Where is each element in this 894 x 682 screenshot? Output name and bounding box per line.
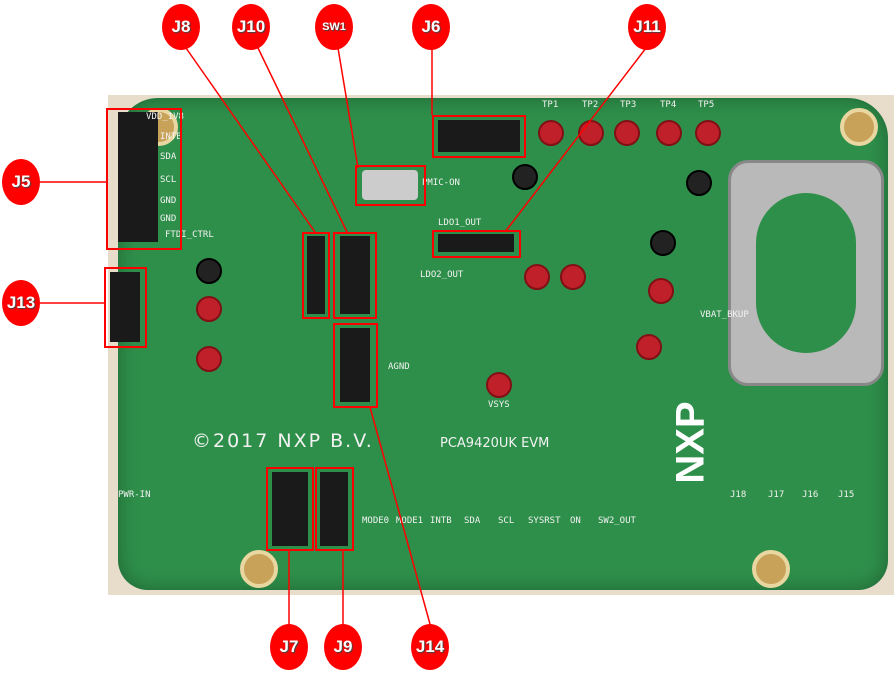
header-j6 bbox=[438, 120, 520, 152]
silk-label: PMIC-ON bbox=[422, 178, 460, 188]
silk-label: J16 bbox=[802, 490, 819, 500]
test-point-gnd bbox=[686, 170, 712, 196]
highlight-j8 bbox=[302, 232, 330, 319]
silk-label: SDA bbox=[160, 152, 177, 162]
test-point bbox=[636, 334, 662, 360]
silk-label: VBAT_BKUP bbox=[700, 310, 749, 320]
silk-label: PWR-IN bbox=[118, 490, 151, 500]
silk-label: TP4 bbox=[660, 100, 677, 110]
test-point bbox=[196, 346, 222, 372]
silk-label: INTB bbox=[160, 132, 182, 142]
highlight-j6 bbox=[432, 115, 526, 158]
silk-label: TP2 bbox=[582, 100, 599, 110]
test-point-gnd bbox=[512, 164, 538, 190]
test-point bbox=[695, 120, 721, 146]
silk-label: AGND bbox=[388, 362, 410, 372]
leader-line-sw1 bbox=[337, 47, 359, 169]
header-j8 bbox=[307, 236, 325, 314]
highlight-j5 bbox=[106, 108, 182, 250]
header-j10 bbox=[340, 236, 370, 314]
callout-j5: J5 bbox=[2, 159, 40, 205]
callout-j10: J10 bbox=[232, 4, 270, 50]
header-j9 bbox=[320, 472, 348, 546]
silk-label: SYSRST bbox=[528, 516, 561, 526]
silk-label: J18 bbox=[730, 490, 747, 500]
header-j13 bbox=[110, 272, 140, 342]
leader-line-j8 bbox=[185, 47, 316, 233]
copyright-silk: ©2017 NXP B.V. bbox=[192, 430, 374, 452]
test-point bbox=[648, 278, 674, 304]
silk-label: SCL bbox=[160, 175, 177, 185]
test-point bbox=[614, 120, 640, 146]
silk-label: INTB bbox=[430, 516, 452, 526]
silk-label: GND bbox=[160, 214, 177, 224]
silk-label: LDO1_OUT bbox=[438, 218, 482, 228]
silk-label: LDO2_OUT bbox=[420, 270, 464, 280]
callout-j6: J6 bbox=[412, 4, 450, 50]
silk-label: SCL bbox=[498, 516, 515, 526]
silk-label: ON bbox=[570, 516, 581, 526]
silk-label: GND bbox=[160, 196, 177, 206]
silk-label: J15 bbox=[838, 490, 855, 500]
silk-label: SDA bbox=[464, 516, 481, 526]
highlight-j11 bbox=[432, 230, 521, 258]
silk-label: J17 bbox=[768, 490, 785, 500]
callout-j8: J8 bbox=[162, 4, 200, 50]
test-point bbox=[486, 372, 512, 398]
silk-label: SW2_OUT bbox=[598, 516, 636, 526]
highlight-sw1 bbox=[355, 165, 426, 206]
silk-label: TP5 bbox=[698, 100, 715, 110]
highlight-j7 bbox=[266, 467, 314, 551]
product-name-silk: PCA9420UK EVM bbox=[440, 436, 550, 451]
silk-label: VSYS bbox=[488, 400, 510, 410]
highlight-j10 bbox=[333, 232, 377, 319]
header-j5 bbox=[118, 112, 158, 242]
callout-sw1: SW1 bbox=[315, 4, 353, 50]
coin-cell-holder bbox=[728, 160, 884, 386]
header-j11 bbox=[438, 234, 514, 252]
callout-j14: J14 bbox=[411, 624, 449, 670]
silk-label: FTDI_CTRL bbox=[165, 230, 214, 240]
mounting-hole bbox=[840, 108, 878, 146]
silk-label: VDD_1V8 bbox=[146, 112, 184, 122]
mounting-hole bbox=[240, 550, 278, 588]
silk-label: MODE1 bbox=[396, 516, 424, 526]
leader-line-j11 bbox=[504, 47, 647, 233]
test-point bbox=[524, 264, 550, 290]
header-j7 bbox=[272, 472, 308, 546]
callout-j11: J11 bbox=[628, 4, 666, 50]
mounting-hole bbox=[752, 550, 790, 588]
silk-label: TP3 bbox=[620, 100, 637, 110]
test-point-gnd bbox=[650, 230, 676, 256]
test-point bbox=[560, 264, 586, 290]
header-j14 bbox=[340, 328, 370, 402]
test-point bbox=[538, 120, 564, 146]
silk-label: TP1 bbox=[542, 100, 559, 110]
leader-line-j10 bbox=[257, 47, 348, 233]
switch-sw1 bbox=[362, 170, 418, 200]
highlight-j9 bbox=[315, 467, 354, 551]
highlight-j14 bbox=[333, 323, 378, 408]
test-point-gnd bbox=[196, 258, 222, 284]
callout-j13: J13 bbox=[2, 280, 40, 326]
callout-j7: J7 bbox=[270, 624, 308, 670]
callout-j9: J9 bbox=[324, 624, 362, 670]
silk-label: MODE0 bbox=[362, 516, 390, 526]
highlight-j13 bbox=[104, 267, 147, 348]
test-point bbox=[656, 120, 682, 146]
leader-line-j14 bbox=[369, 406, 431, 625]
test-point bbox=[196, 296, 222, 322]
